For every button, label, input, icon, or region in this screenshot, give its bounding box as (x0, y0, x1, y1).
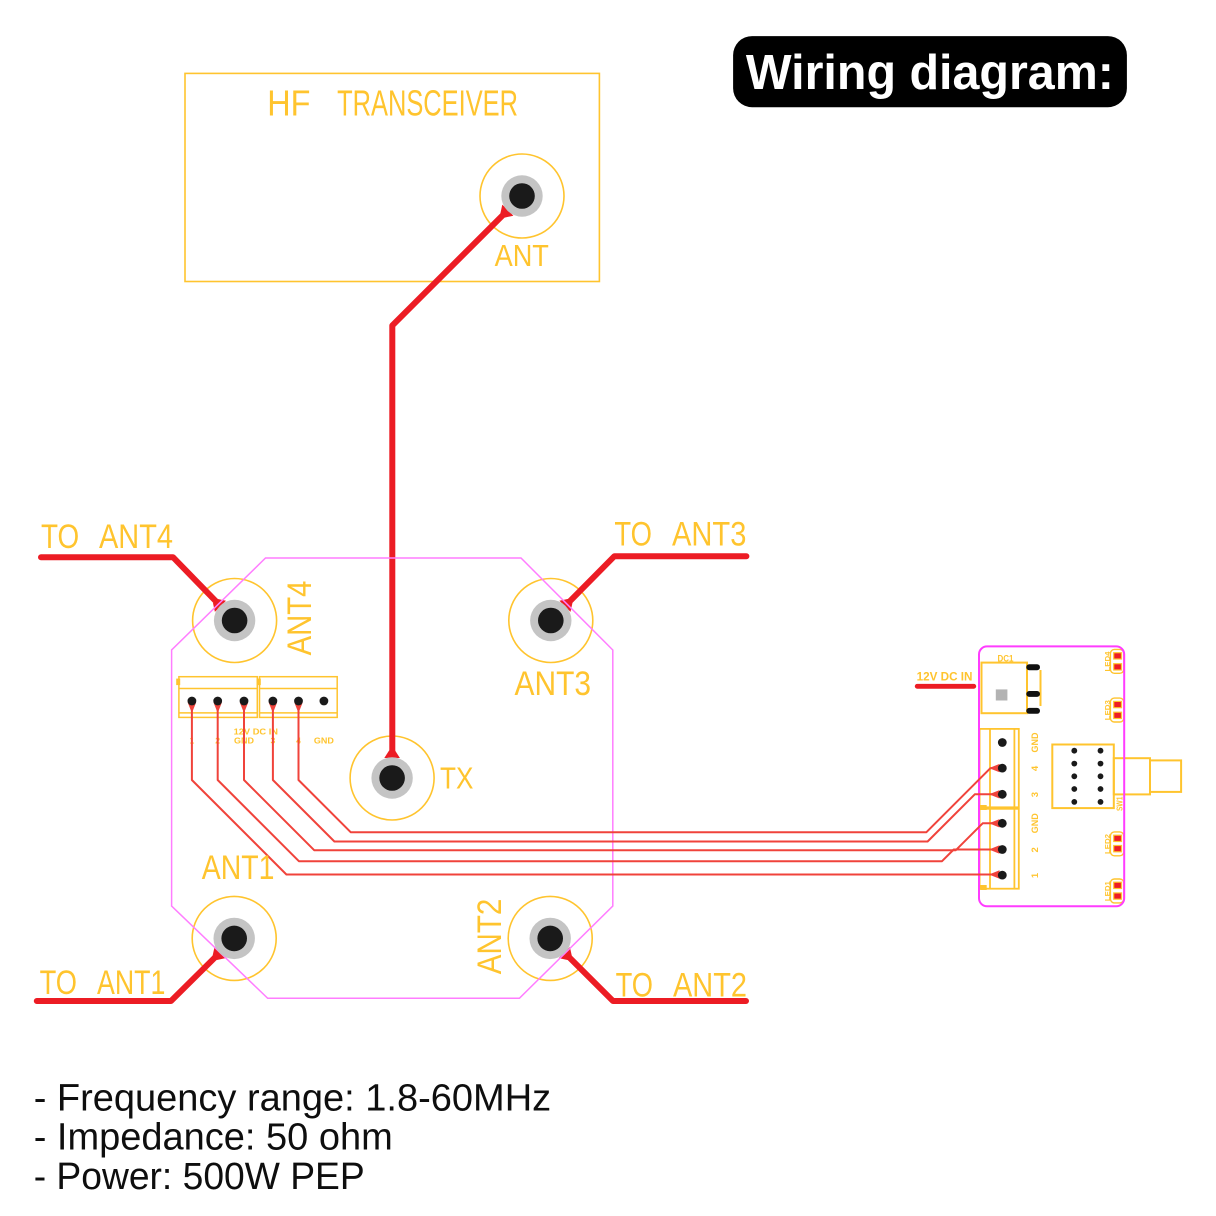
svg-text:ANT1: ANT1 (202, 849, 275, 887)
svg-text:TO: TO (41, 518, 79, 556)
svg-text:3: 3 (1030, 792, 1041, 797)
svg-text:HF: HF (267, 82, 310, 123)
svg-text:ANT3: ANT3 (515, 665, 592, 703)
svg-text:- Power: 500W PEP: - Power: 500W PEP (34, 1156, 365, 1198)
svg-text:1: 1 (1030, 872, 1041, 878)
svg-text:LED4: LED4 (1103, 651, 1112, 672)
svg-text:- Impedance: 50 ohm: - Impedance: 50 ohm (34, 1117, 393, 1159)
svg-text:12V DC IN: 12V DC IN (234, 727, 278, 737)
svg-text:- Frequency range: 1.8-60MHz: - Frequency range: 1.8-60MHz (34, 1077, 551, 1119)
svg-text:ANT4: ANT4 (281, 581, 319, 656)
svg-text:ANT1: ANT1 (97, 964, 165, 1002)
svg-text:ANT: ANT (495, 238, 549, 273)
svg-text:LED1: LED1 (1103, 881, 1112, 901)
svg-text:SW1: SW1 (1116, 796, 1125, 811)
svg-text:Wiring diagram:: Wiring diagram: (746, 46, 1114, 100)
svg-text:GND: GND (314, 736, 334, 746)
svg-text:ANT2: ANT2 (471, 899, 509, 975)
svg-text:GND: GND (1030, 813, 1041, 833)
svg-text:TO: TO (616, 967, 653, 1005)
svg-text:TRANSCEIVER: TRANSCEIVER (337, 82, 518, 123)
svg-text:ANT2: ANT2 (673, 967, 747, 1005)
svg-text:DC1: DC1 (998, 654, 1015, 665)
svg-text:2: 2 (1030, 847, 1041, 852)
svg-text:LED3: LED3 (1103, 700, 1112, 720)
svg-text:TO: TO (614, 516, 652, 554)
svg-text:TX: TX (440, 760, 474, 795)
svg-text:ANT4: ANT4 (99, 518, 173, 556)
svg-text:4: 4 (1030, 765, 1041, 771)
svg-text:LED2: LED2 (1103, 834, 1112, 854)
svg-text:ANT3: ANT3 (672, 516, 746, 554)
svg-text:TO: TO (40, 964, 77, 1002)
svg-text:12V DC IN: 12V DC IN (917, 670, 973, 684)
svg-text:GND: GND (1030, 732, 1041, 752)
